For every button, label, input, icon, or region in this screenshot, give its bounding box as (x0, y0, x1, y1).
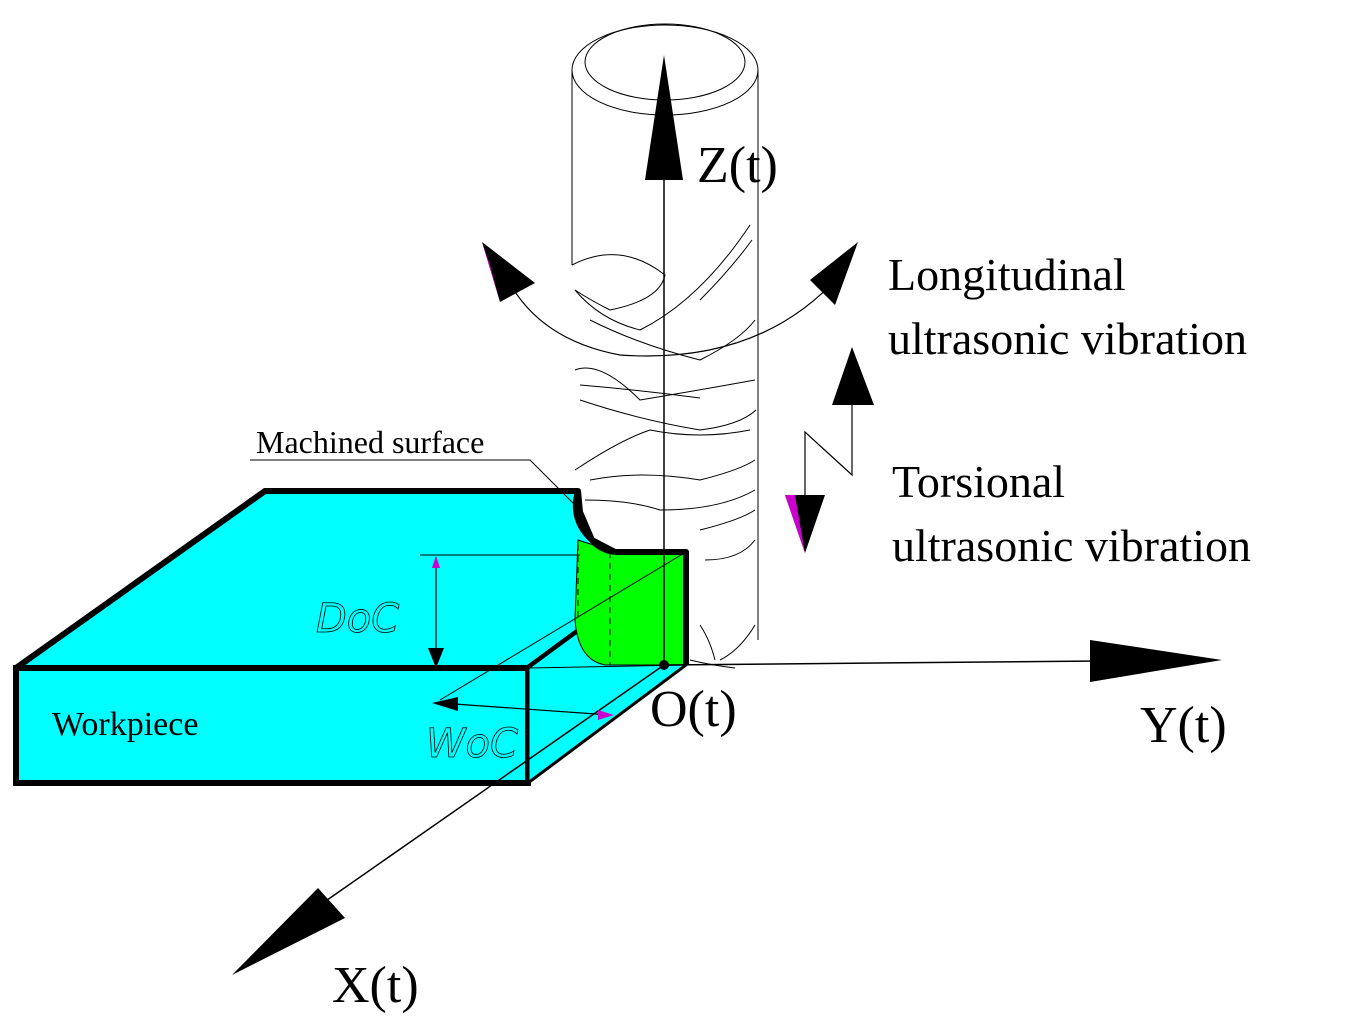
x-axis (232, 664, 665, 975)
tool-flute (699, 624, 716, 661)
tool-flute (584, 489, 756, 511)
woc-dimension-line (439, 702, 611, 716)
tool-flute (574, 367, 756, 401)
workpiece-label: Workpiece (52, 706, 198, 743)
y-axis-label: Y(t) (1140, 697, 1227, 754)
torsional-vibration-indicator (785, 347, 874, 553)
torsional-arrowhead-up (832, 347, 874, 405)
workpiece (13, 488, 689, 786)
machined-surface-leader (250, 459, 576, 506)
longitudinal-arrowhead-right (810, 242, 858, 305)
longitudinal-label-line2: ultrasonic vibration (888, 313, 1247, 364)
woc-arrowhead-left (432, 697, 458, 711)
z-axis-arrowhead (645, 55, 683, 180)
origin-point (659, 660, 669, 670)
torsional-label-line1: Torsional (892, 456, 1065, 507)
machined-surface-curve (572, 490, 616, 555)
leader-line (250, 459, 576, 506)
doc-arrowhead-bottom (428, 648, 444, 668)
longitudinal-arrowhead-left (482, 242, 535, 302)
tool-flute (589, 319, 756, 361)
y-axis-arrowhead (1090, 640, 1222, 682)
z-axis-label: Z(t) (697, 137, 778, 194)
longitudinal-arc (507, 274, 841, 357)
construction-line (439, 551, 687, 701)
tool-flute (589, 459, 756, 481)
tool-flute (571, 254, 666, 311)
doc-arrowhead-top (432, 556, 440, 568)
x-axis-label: X(t) (332, 957, 419, 1014)
longitudinal-label-line1: Longitudinal (888, 249, 1126, 300)
machined-surface-label: Machined surface (256, 424, 484, 460)
x-axis-arrowhead (232, 888, 345, 975)
tool-flute (574, 224, 751, 331)
longitudinal-vibration-indicator (482, 242, 858, 357)
y-axis (663, 640, 1222, 682)
longitudinal-arrowhead-left-accent (482, 242, 500, 302)
tool-flute (579, 399, 757, 431)
tool-flute (704, 539, 756, 561)
woc-label: WoC (426, 721, 518, 767)
workpiece-front-face (13, 665, 531, 786)
tool-flute (574, 429, 751, 471)
torsional-zigzag (804, 395, 853, 500)
x-axis-line (319, 664, 665, 906)
tool-flute (579, 384, 701, 399)
doc-label: DoC (316, 596, 399, 642)
woc-dimension (432, 697, 614, 720)
y-axis-line (663, 660, 1101, 666)
torsional-arrowhead-down-accent (785, 495, 805, 553)
woc-arrowhead-right (598, 710, 614, 720)
origin-label: O(t) (650, 681, 737, 738)
doc-dimension (420, 554, 580, 668)
z-axis (645, 55, 683, 665)
tool-flute (719, 624, 756, 661)
tool-flute (699, 509, 756, 531)
tool-flute (699, 239, 753, 301)
end-mill-tool (571, 23, 759, 669)
cut-region (574, 539, 687, 666)
torsional-label-line2: ultrasonic vibration (892, 520, 1251, 571)
